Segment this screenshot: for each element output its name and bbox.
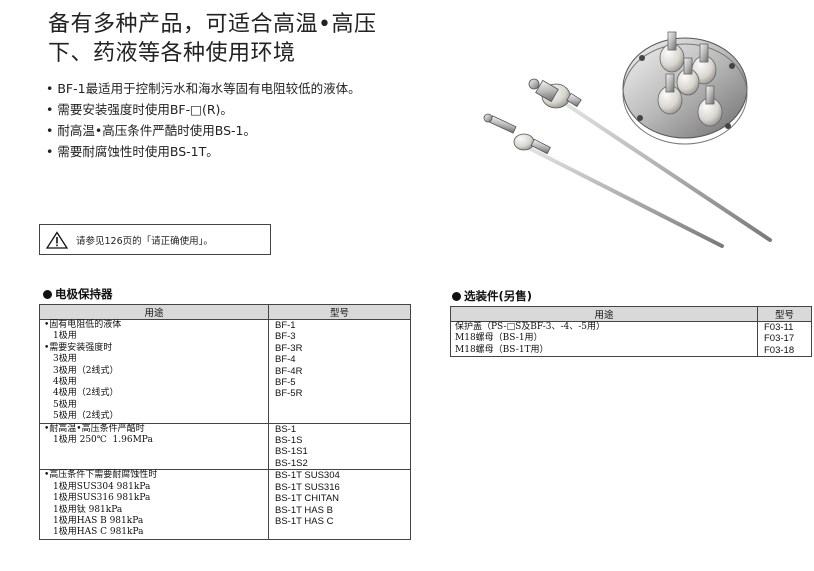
use-cell: •耐高温•高压条件严酷时 1极用 250℃ 1.96MPa xyxy=(39,422,269,471)
table-header-row: 用途 型号 xyxy=(450,306,812,322)
table-row: 保护盖（PS-□S及BF-3、-4、-5用） M18螺母（BS-1用） M18螺… xyxy=(450,320,812,358)
electrode-holder-product-photo xyxy=(483,31,772,248)
safety-notice-text: 请参见126页的「请正确使用」。 xyxy=(76,235,213,247)
model-line: BS-1 xyxy=(275,423,297,435)
table-header-row: 用途 型号 xyxy=(39,304,411,320)
column-header-model: 型号 xyxy=(757,306,812,322)
model-line: F03-11 xyxy=(764,322,794,333)
table-row: •耐高温•高压条件严酷时 1极用 250℃ 1.96MPa BS-1 BS-1S… xyxy=(39,422,411,471)
use-line: 1极用HAS B 981kPa xyxy=(44,515,144,526)
model-line: BF-5R xyxy=(275,388,303,400)
use-line: 3极用 xyxy=(44,354,77,365)
use-line: 1极用SUS316 981kPa xyxy=(44,493,151,504)
use-line: M18螺母（BS-1T用） xyxy=(455,344,549,355)
electrode-holder-table: 用途 型号 •固有电阻低的液体 1极用 •需要安装强度时 3极用 3极用（2线式… xyxy=(39,304,411,540)
feature-bullet: 耐高温•高压条件严酷时使用BS-1。 xyxy=(46,120,361,141)
use-line: 4极用（2线式） xyxy=(44,388,119,399)
column-header-use: 用途 xyxy=(450,306,758,322)
use-line: 1极用 xyxy=(44,331,77,342)
use-line: 4极用 xyxy=(44,377,77,388)
use-line: •需要安装强度时 xyxy=(44,342,113,353)
use-cell: 保护盖（PS-□S及BF-3、-4、-5用） M18螺母（BS-1用） M18螺… xyxy=(450,320,758,358)
model-line: BS-1T CHITAN xyxy=(275,493,340,505)
model-line: BS-1T SUS304 xyxy=(275,470,340,482)
safety-notice-box: 请参见126页的「请正确使用」。 xyxy=(39,224,271,255)
model-line: BF-4R xyxy=(275,365,303,377)
model-line: BS-1S2 xyxy=(275,457,308,469)
column-header-use: 用途 xyxy=(39,304,269,320)
page-headline: 备有多种产品，可适合高温•高压 下、药液等各种使用环境 xyxy=(48,10,448,68)
model-line: BS-1S1 xyxy=(275,446,308,458)
model-line: BS-1T HAS C xyxy=(275,515,334,527)
use-line: •高压条件下需要耐腐蚀性时 xyxy=(44,470,158,481)
column-header-model: 型号 xyxy=(268,304,411,320)
headline-line-1: 备有多种产品，可适合高温•高压 xyxy=(48,12,377,37)
feature-bullet: 需要耐腐蚀性时使用BS-1T。 xyxy=(46,141,361,162)
use-line: 1极用SUS304 981kPa xyxy=(44,481,151,492)
table-row: •高压条件下需要耐腐蚀性时 1极用SUS304 981kPa 1极用SUS316… xyxy=(39,469,411,540)
model-line: BS-1S xyxy=(275,435,303,447)
model-line: BS-1T HAS B xyxy=(275,504,333,516)
use-line: 5极用（2线式） xyxy=(44,411,119,422)
bullet-dot-icon xyxy=(43,290,52,299)
feature-bullet-list: BF-1最适用于控制污水和海水等固有电阻较低的液体。 需要安装强度时使用BF-□… xyxy=(46,78,361,162)
model-line: BF-5 xyxy=(275,377,296,389)
holder-section-title: 电极保持器 xyxy=(43,286,113,302)
headline-line-2: 下、药液等各种使用环境 xyxy=(48,41,296,66)
model-cell: BS-1T SUS304 BS-1T SUS316 BS-1T CHITAN B… xyxy=(268,469,411,540)
use-line: 1极用钛 981kPa xyxy=(44,504,123,515)
use-line: •耐高温•高压条件严酷时 xyxy=(44,423,145,434)
feature-bullet: BF-1最适用于控制污水和海水等固有电阻较低的液体。 xyxy=(46,78,360,99)
use-cell: •高压条件下需要耐腐蚀性时 1极用SUS304 981kPa 1极用SUS316… xyxy=(39,469,269,540)
model-line: BF-1 xyxy=(275,320,296,331)
model-line: F03-18 xyxy=(764,344,795,356)
model-line: BF-3R xyxy=(275,342,303,354)
use-line: 1极用HAS C 981kPa xyxy=(44,527,144,538)
model-cell: F03-11 F03-17 F03-18 xyxy=(757,320,812,358)
model-line: BF-3 xyxy=(275,331,296,343)
model-cell: BS-1 BS-1S BS-1S1 BS-1S2 xyxy=(268,422,411,471)
options-table: 用途 型号 保护盖（PS-□S及BF-3、-4、-5用） M18螺母（BS-1用… xyxy=(450,306,812,358)
option-section-title: 选装件(另售) xyxy=(452,288,532,304)
warning-triangle-icon xyxy=(46,230,68,249)
use-line: 1极用 250℃ 1.96MPa xyxy=(44,435,153,446)
use-line: 保护盖（PS-□S及BF-3、-4、-5用） xyxy=(455,322,606,332)
use-line: 3极用（2线式） xyxy=(44,365,119,376)
table-row: •固有电阻低的液体 1极用 •需要安装强度时 3极用 3极用（2线式） 4极用 … xyxy=(39,319,411,424)
use-line: •固有电阻低的液体 xyxy=(44,320,122,330)
use-line: M18螺母（BS-1用） xyxy=(455,333,543,344)
model-line: BS-1T SUS316 xyxy=(275,481,340,493)
use-line: 5极用 xyxy=(44,399,77,410)
bullet-dot-icon xyxy=(452,292,461,301)
model-line: BF-4 xyxy=(275,354,296,366)
model-line: F03-17 xyxy=(764,333,795,345)
feature-bullet: 需要安装强度时使用BF-□(R)。 xyxy=(46,99,361,120)
use-cell: •固有电阻低的液体 1极用 •需要安装强度时 3极用 3极用（2线式） 4极用 … xyxy=(39,319,269,424)
model-cell: BF-1 BF-3 BF-3R BF-4 BF-4R BF-5 BF-5R xyxy=(268,319,411,424)
